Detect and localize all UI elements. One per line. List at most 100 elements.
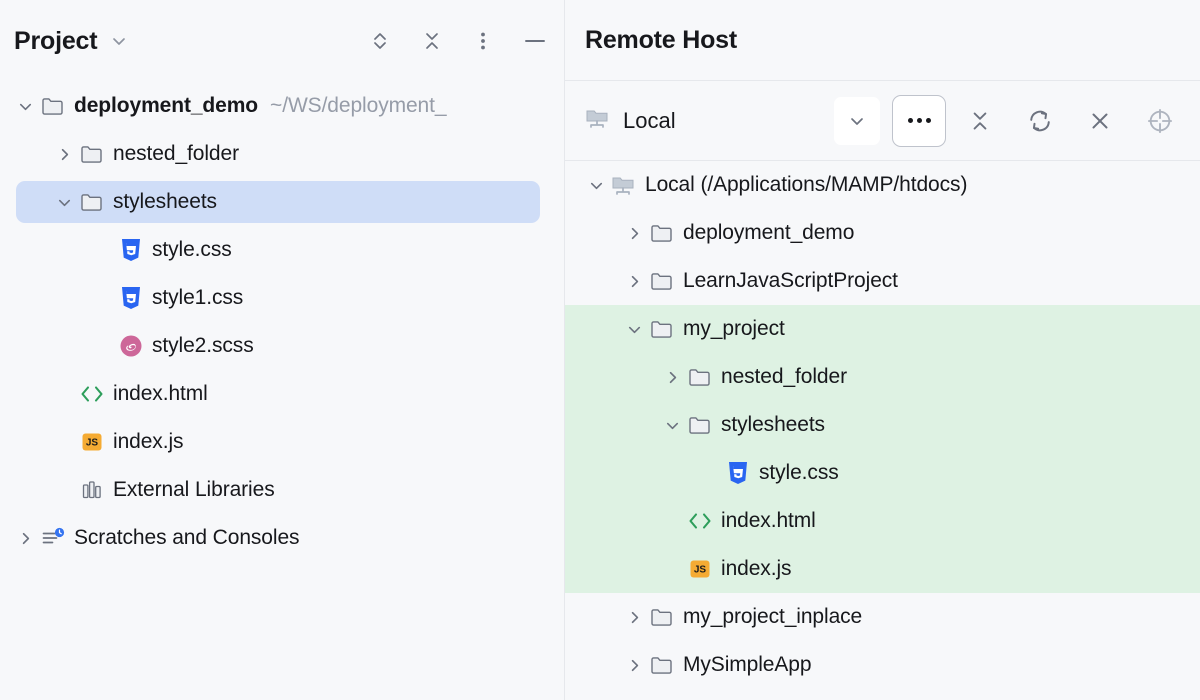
scratches-icon (38, 525, 68, 551)
refresh-icon[interactable] (1014, 95, 1066, 147)
tree-node-label: LearnJavaScriptProject (683, 269, 898, 292)
minimize-icon[interactable] (522, 29, 548, 53)
tree-node-label: index.js (113, 430, 184, 453)
expand-collapse-icon[interactable] (368, 29, 392, 53)
tree-node-label: stylesheets (721, 413, 825, 436)
tree-node-label: MySimpleApp (683, 653, 812, 676)
target-icon[interactable] (1134, 95, 1186, 147)
svg-text:JS: JS (86, 438, 99, 449)
chevron-down-icon[interactable] (583, 176, 609, 195)
tree-node-label: Scratches and Consoles (74, 526, 300, 549)
project-path-hint: ~/WS/deployment_ (270, 94, 447, 117)
server-selector[interactable]: Local (585, 105, 676, 136)
folder-icon (685, 412, 715, 438)
tree-node-label: deployment_demo (74, 94, 259, 117)
chevron-right-icon[interactable] (12, 529, 38, 548)
chevron-right-icon[interactable] (621, 656, 647, 675)
project-tree-row[interactable]: style2.scss (0, 322, 564, 370)
remote-tree-row[interactable]: JS index.js (565, 545, 1200, 593)
folder-icon (38, 93, 68, 119)
chevron-down-icon[interactable] (51, 193, 77, 212)
tree-node-label: Local (/Applications/MAMP/htdocs) (645, 173, 968, 196)
remote-server-folder-icon (585, 105, 611, 136)
remote-tree-row[interactable]: stylesheets (565, 401, 1200, 449)
folder-icon (647, 220, 677, 246)
css-file-icon (116, 285, 146, 311)
svg-text:JS: JS (694, 565, 707, 576)
project-tree-row[interactable]: index.html (0, 370, 564, 418)
chevron-down-icon[interactable] (621, 320, 647, 339)
project-panel-toolbar (368, 29, 548, 53)
remote-tree-row[interactable]: my_project_inplace (565, 593, 1200, 641)
chevron-right-icon[interactable] (621, 224, 647, 243)
remote-host-header: Remote Host (565, 0, 1200, 81)
close-icon[interactable] (1074, 95, 1126, 147)
chevron-right-icon[interactable] (621, 608, 647, 627)
project-tree: deployment_demo ~/WS/deployment_ nested_fo… (0, 82, 564, 562)
folder-icon (647, 604, 677, 630)
css-file-icon (116, 237, 146, 263)
remote-server-folder-icon (609, 172, 639, 198)
project-tree-row[interactable]: style.css (0, 226, 564, 274)
tree-node-label: stylesheets (113, 190, 217, 213)
collapse-all-icon[interactable] (420, 29, 444, 53)
js-file-icon: JS (685, 557, 715, 581)
html-file-icon (77, 381, 107, 407)
project-tree-row[interactable]: JS index.js (0, 418, 564, 466)
folder-icon (647, 268, 677, 294)
remote-tree-row[interactable]: MySimpleApp (565, 641, 1200, 689)
more-actions-button[interactable] (892, 94, 946, 147)
server-dropdown-button[interactable] (834, 96, 880, 145)
tree-node-label: my_project_inplace (683, 605, 863, 628)
tree-node-label: style2.scss (152, 334, 254, 357)
chevron-right-icon[interactable] (621, 272, 647, 291)
project-panel-title: Project (14, 26, 98, 55)
ellipsis-icon (907, 118, 931, 123)
chevron-down-icon[interactable] (659, 416, 685, 435)
project-tree-row[interactable]: Scratches and Consoles (0, 514, 564, 562)
project-tree-row[interactable]: stylesheets (0, 178, 564, 226)
chevron-down-icon[interactable] (12, 97, 38, 116)
project-tree-row[interactable]: External Libraries (0, 466, 564, 514)
chevron-right-icon[interactable] (51, 145, 77, 164)
js-file-icon: JS (77, 430, 107, 454)
chevron-right-icon[interactable] (659, 368, 685, 387)
remote-tree-row[interactable]: Local (/Applications/MAMP/htdocs) (565, 161, 1200, 209)
remote-host-title: Remote Host (585, 25, 737, 54)
tree-node-label: deployment_demo (683, 221, 855, 244)
remote-tree-row[interactable]: deployment_demo (565, 209, 1200, 257)
selection-highlight (16, 181, 540, 223)
remote-tree-row[interactable]: nested_folder (565, 353, 1200, 401)
html-file-icon (685, 508, 715, 534)
remote-tree-row[interactable]: LearnJavaScriptProject (565, 257, 1200, 305)
tree-node-label: index.js (721, 557, 792, 580)
scss-file-icon (116, 333, 146, 359)
tree-node-label: nested_folder (113, 142, 239, 165)
remote-tree-row[interactable]: index.html (565, 497, 1200, 545)
collapse-all-icon[interactable] (954, 95, 1006, 147)
server-name-label: Local (623, 107, 676, 133)
tree-node-label: style.css (759, 461, 839, 484)
remote-host-toolbar: Local (565, 81, 1200, 161)
folder-icon (77, 189, 107, 215)
project-tree-row[interactable]: style1.css (0, 274, 564, 322)
remote-host-tool-window: Remote Host Local (565, 0, 1200, 700)
project-tool-window: Project (0, 0, 565, 700)
folder-icon (647, 652, 677, 678)
remote-tree-row[interactable]: style.css (565, 449, 1200, 497)
css-file-icon (723, 460, 753, 486)
tree-node-label: External Libraries (113, 478, 275, 501)
remote-tree-row[interactable]: my_project (565, 305, 1200, 353)
remote-host-tree: Local (/Applications/MAMP/htdocs) deploym… (565, 161, 1200, 689)
more-options-icon[interactable] (472, 29, 494, 53)
project-tree-row[interactable]: deployment_demo ~/WS/deployment_ (0, 82, 564, 130)
chevron-down-icon[interactable] (109, 31, 129, 51)
project-tree-row[interactable]: nested_folder (0, 130, 564, 178)
tree-node-label: index.html (721, 509, 816, 532)
external-libraries-icon (77, 477, 107, 503)
tree-node-label: style1.css (152, 286, 244, 309)
folder-icon (77, 141, 107, 167)
tree-node-label: style.css (152, 238, 232, 261)
folder-icon (685, 364, 715, 390)
